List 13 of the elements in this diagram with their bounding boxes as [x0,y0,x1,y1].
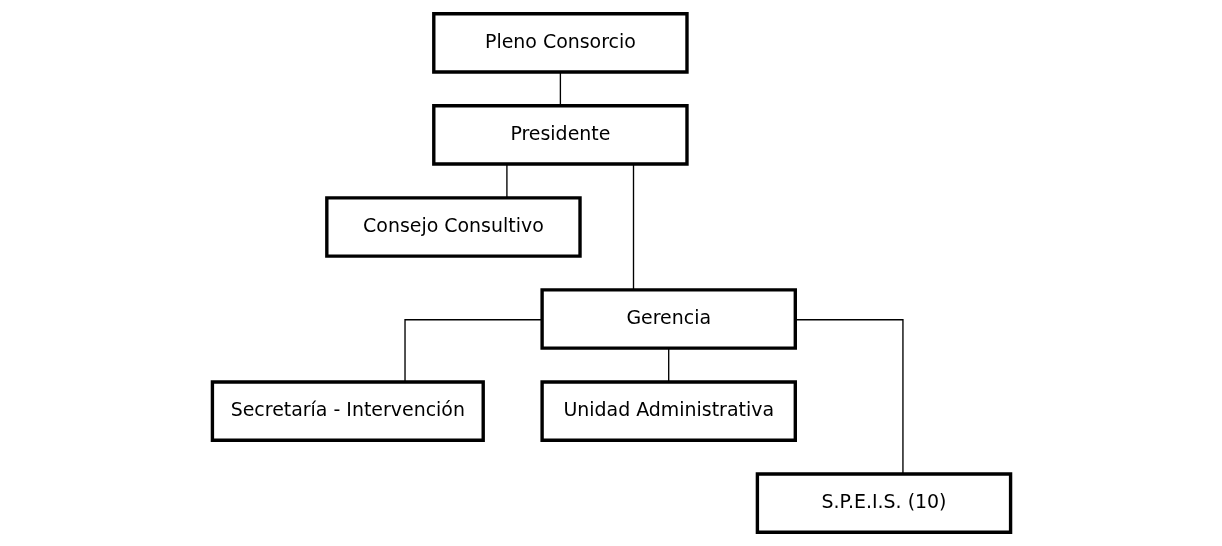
node-box: Pleno Consorcio [431,12,689,74]
node-box: Consejo Consultivo [324,196,582,258]
node-box: Presidente [431,104,689,166]
connector [667,347,669,383]
node-box: S.P.E.I.S. (10) [755,472,1012,534]
connector [559,71,561,107]
connector [403,319,543,383]
connector [794,319,904,475]
node-box: Gerencia [539,288,797,350]
node-box: Secretaría - Intervención [210,380,485,442]
node-box: Unidad Administrativa [539,380,797,442]
connector [632,163,634,291]
connector [505,163,508,199]
